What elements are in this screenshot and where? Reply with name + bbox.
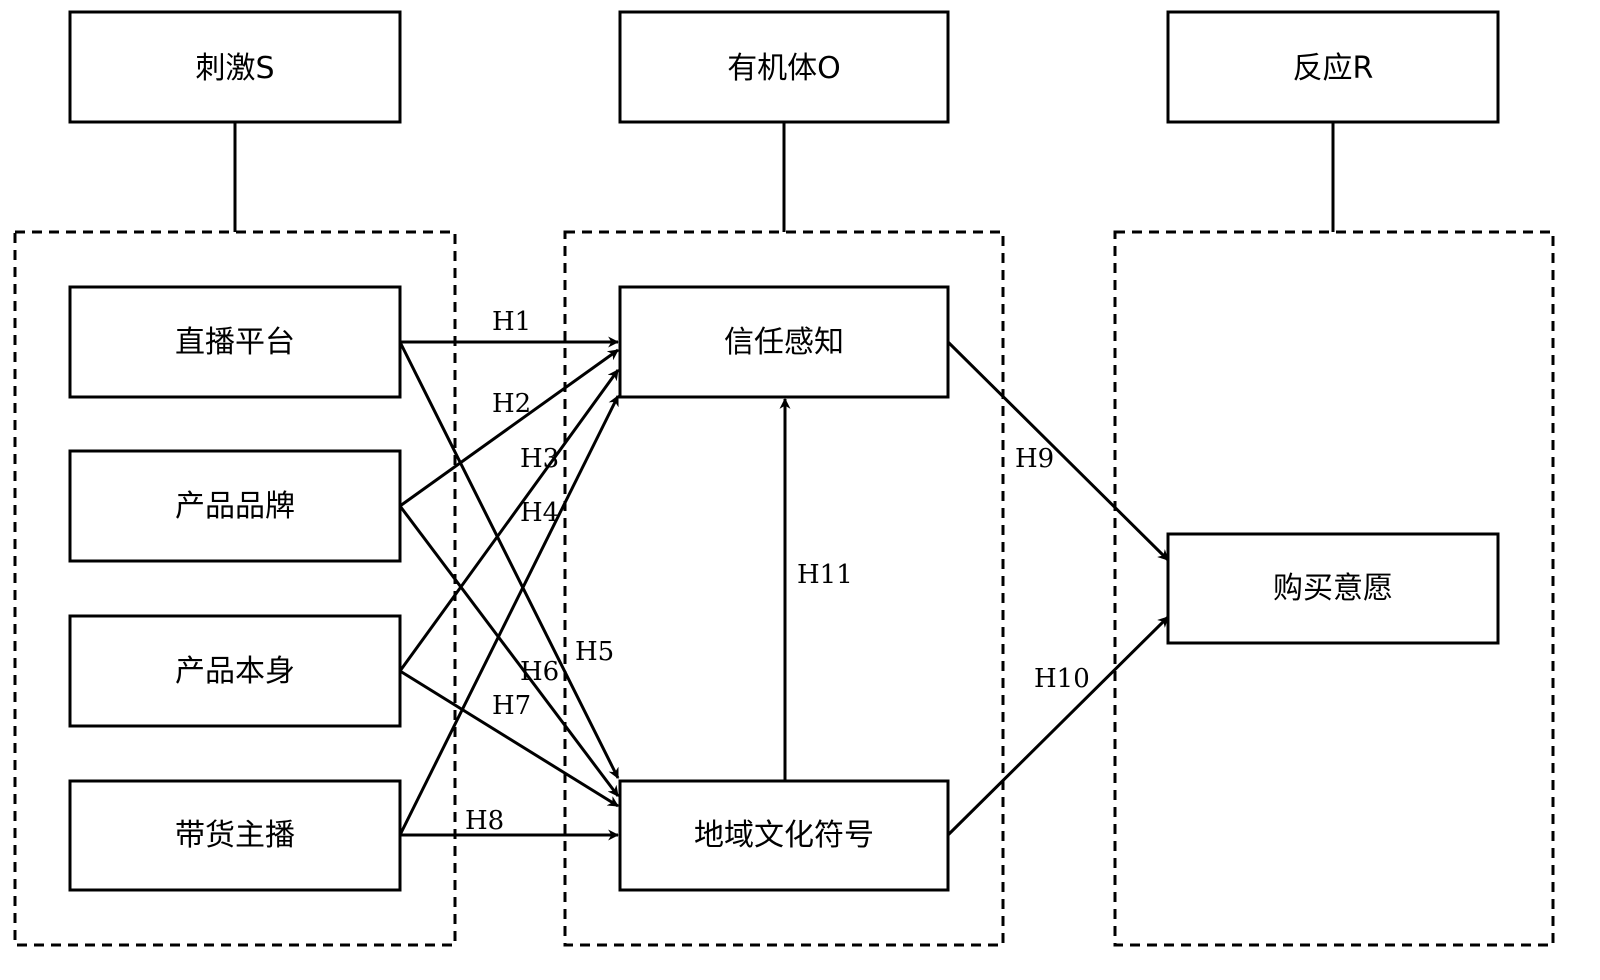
stage-label-stimulus: 刺激S xyxy=(195,51,274,86)
stage-label-response: 反应R xyxy=(1293,51,1374,86)
stage-header-organism: 有机体O xyxy=(618,10,950,124)
edge-h6 xyxy=(398,505,620,797)
group-response xyxy=(1113,230,1555,947)
edge-label-h7: H7 xyxy=(492,691,531,721)
node-live-platform: 直播平台 xyxy=(68,285,402,399)
edge-label-h2: H2 xyxy=(492,389,531,419)
node-label: 直播平台 xyxy=(175,325,295,360)
node-streamer: 带货主播 xyxy=(68,779,402,892)
node-product-brand: 产品品牌 xyxy=(68,449,402,563)
node-label: 地域文化符号 xyxy=(694,818,874,853)
node-purchase-intention: 购买意愿 xyxy=(1166,532,1500,645)
edge-labels: H1 H2 H3 H4 H5 H6 H7 H8 H9 H10 H11 xyxy=(465,307,1090,836)
node-label: 购买意愿 xyxy=(1273,571,1393,606)
edge-h4 xyxy=(398,395,620,836)
edge-label-h6: H6 xyxy=(520,657,559,687)
node-label: 产品本身 xyxy=(175,654,295,689)
edge-label-h10: H10 xyxy=(1034,664,1090,694)
node-label: 产品品牌 xyxy=(175,489,295,524)
stage-label-organism: 有机体O xyxy=(727,51,841,86)
edge-label-h8: H8 xyxy=(465,806,504,836)
edge-h9 xyxy=(946,340,1170,562)
edge-h7 xyxy=(399,669,619,808)
edges xyxy=(398,336,1170,841)
edge-h10 xyxy=(946,615,1170,837)
edge-label-h5: H5 xyxy=(575,637,614,667)
node-label: 信任感知 xyxy=(724,325,844,360)
group-organism xyxy=(563,230,1005,947)
node-regional-culture: 地域文化符号 xyxy=(618,779,950,892)
node-label: 带货主播 xyxy=(175,818,295,853)
node-product-itself: 产品本身 xyxy=(68,614,402,728)
edge-h5 xyxy=(398,341,620,779)
edge-label-h3: H3 xyxy=(520,444,559,474)
edge-label-h11: H11 xyxy=(797,560,853,590)
stage-header-response: 反应R xyxy=(1166,10,1500,124)
edge-label-h1: H1 xyxy=(492,307,531,337)
node-trust-perception: 信任感知 xyxy=(618,285,950,399)
edge-label-h9: H9 xyxy=(1015,444,1054,474)
stage-header-stimulus: 刺激S xyxy=(68,10,402,124)
edge-label-h4: H4 xyxy=(520,498,559,528)
edge-h3 xyxy=(398,369,620,672)
edge-h2 xyxy=(399,348,619,508)
